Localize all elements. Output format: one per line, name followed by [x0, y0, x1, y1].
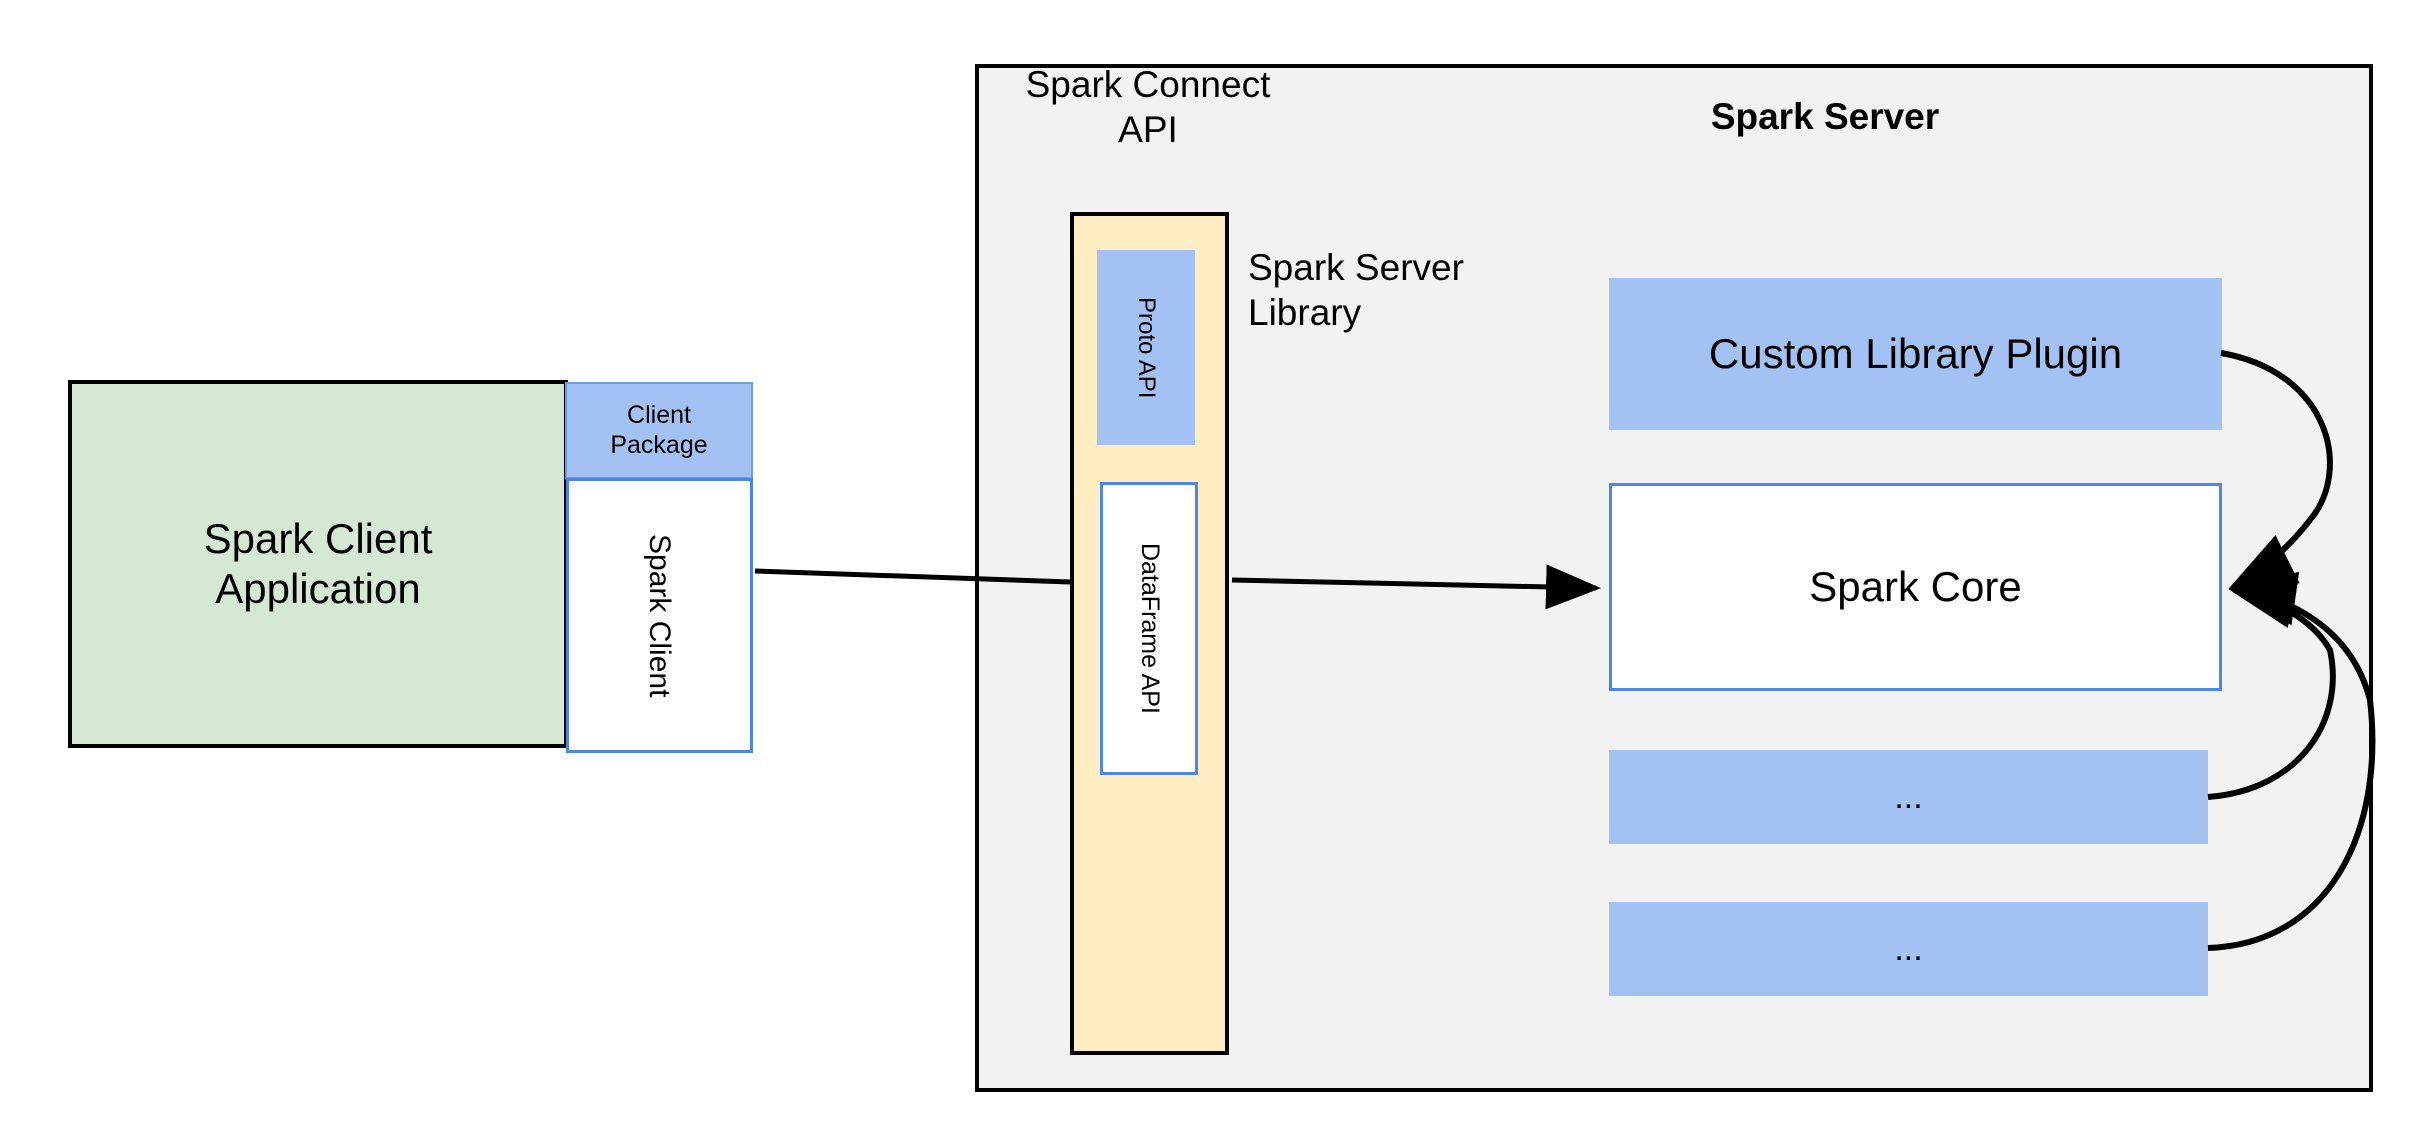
custom-library-plugin-label: Custom Library Plugin — [1708, 330, 2123, 378]
proto-api-box[interactable]: Proto API — [1097, 250, 1195, 445]
dataframe-api-label: DataFrame API — [1135, 543, 1164, 714]
client-package-box[interactable]: Client Package — [565, 382, 753, 479]
application-label-line-2: Application — [215, 565, 421, 612]
application-label-line-1: Spark Client — [203, 515, 433, 563]
ellipsis-box-2[interactable]: ... — [1609, 902, 2208, 996]
connect-api-title-line-1: Spark Connect — [1025, 64, 1271, 105]
spark-server-title: Spark Server — [1710, 96, 1940, 137]
custom-library-plugin-box[interactable]: Custom Library Plugin — [1609, 278, 2222, 430]
client-package-label-line-1: Client — [627, 401, 691, 429]
dataframe-api-box[interactable]: DataFrame API — [1100, 482, 1198, 775]
ellipsis-label-1: ... — [1894, 777, 1923, 816]
spark-connect-api-title: Spark Connect API — [1000, 62, 1296, 152]
client-package-label: Client Package — [610, 401, 707, 460]
server-library-title-line-2: Library — [1248, 292, 1362, 334]
proto-api-label: Proto API — [1133, 296, 1161, 399]
spark-core-box[interactable]: Spark Core — [1609, 483, 2222, 691]
connect-api-title-line-2: API — [1118, 109, 1178, 151]
spark-server-library-title: Spark Server Library — [1248, 245, 1578, 335]
client-package-label-line-2: Package — [610, 430, 708, 459]
spark-client-application-label: Spark Client Application — [190, 514, 447, 613]
spark-client-box[interactable]: Spark Client — [566, 478, 753, 753]
ellipsis-label-2: ... — [1894, 929, 1923, 968]
spark-core-label: Spark Core — [1809, 563, 2022, 611]
ellipsis-box-1[interactable]: ... — [1609, 750, 2208, 844]
server-library-title-line-1: Spark Server — [1248, 247, 1464, 288]
spark-client-label: Spark Client — [643, 533, 677, 698]
spark-client-application-box[interactable]: Spark Client Application — [68, 380, 568, 748]
